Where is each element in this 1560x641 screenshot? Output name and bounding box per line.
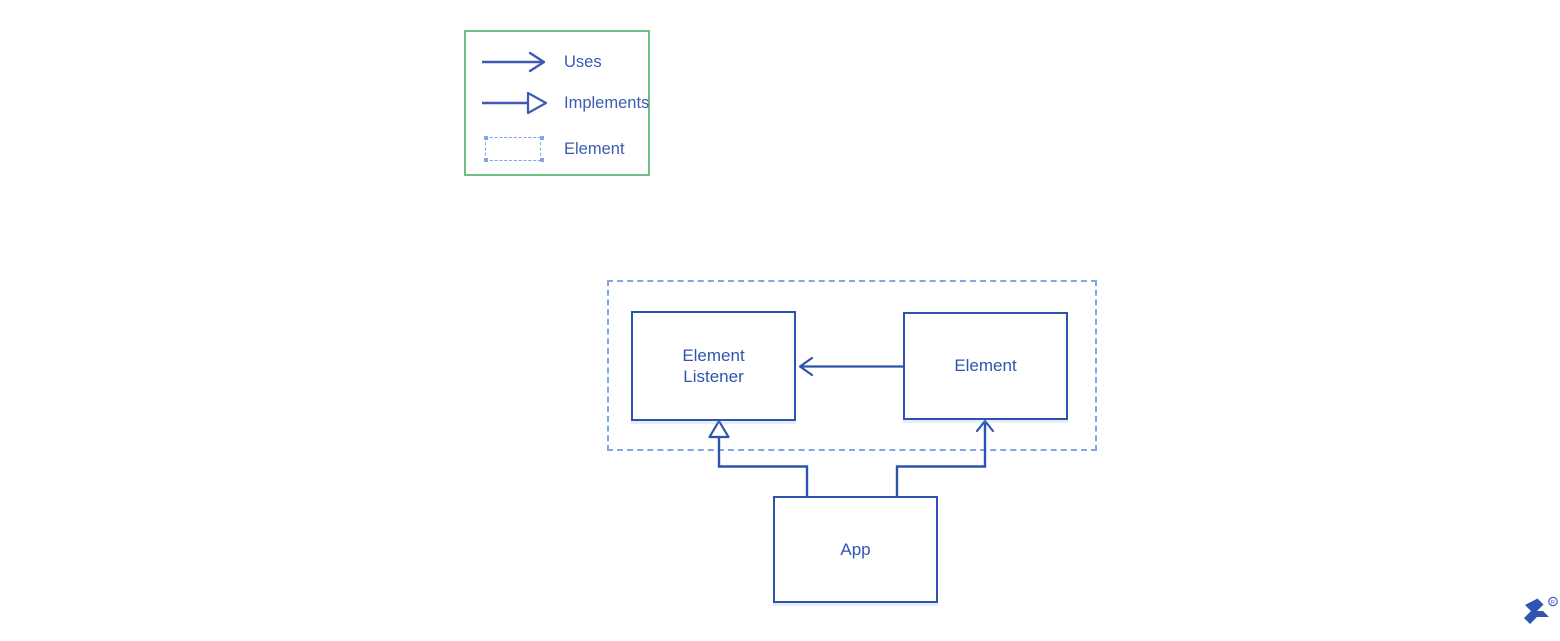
node-label: App [840,539,871,559]
node-app[interactable]: App [773,496,938,603]
node-label: Element Listener [682,345,744,388]
svg-text:R: R [1551,600,1555,606]
solid-arrow-icon [480,44,556,80]
node-label-line-2: Listener [683,367,744,386]
legend-item-element: Element [466,131,648,167]
legend-item-label: Implements [564,93,650,112]
legend-item-label: Element [564,139,625,158]
hollow-triangle-arrow-icon [480,85,556,121]
node-label-line-1: Element [682,345,745,365]
dashed-rectangle-icon [480,131,556,167]
node-element[interactable]: Element [903,312,1068,420]
element-group-container [607,280,1097,451]
legend-item-implements: Implements [466,85,650,121]
node-label: Element [954,356,1017,376]
legend-item-label: Uses [564,52,602,71]
toptal-logo-icon: R [1516,596,1560,636]
legend-panel: Uses Implements Element [464,30,650,176]
legend-item-uses: Uses [466,44,648,80]
node-element-listener[interactable]: Element Listener [631,311,796,421]
